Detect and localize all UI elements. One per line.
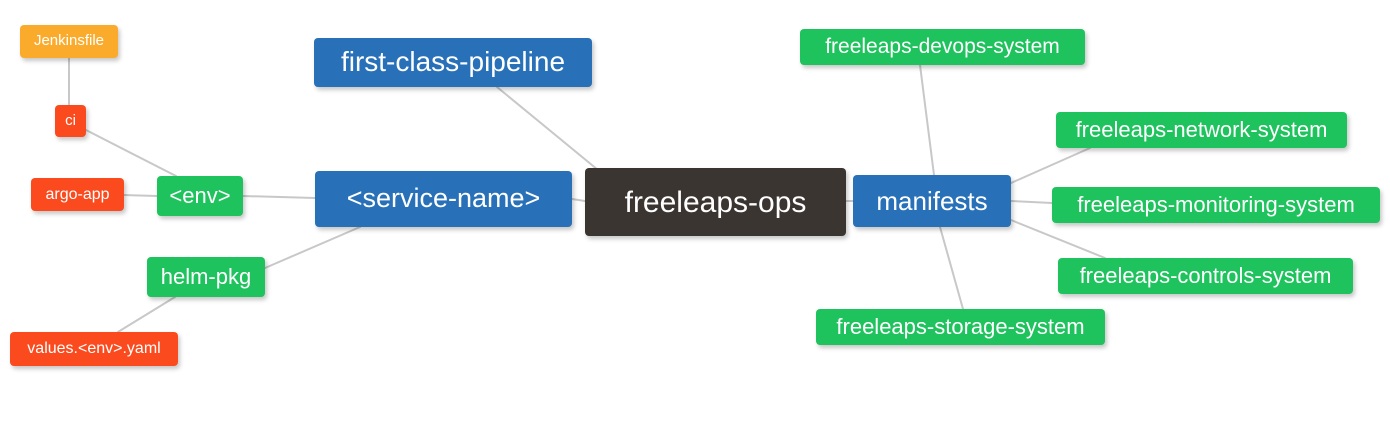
node-env[interactable]: <env>: [157, 176, 243, 216]
node-label-freeleaps-network-system: freeleaps-network-system: [1075, 116, 1328, 142]
node-helm-pkg[interactable]: helm-pkg: [147, 257, 265, 297]
edge-env-to-ci: [85, 129, 177, 177]
node-freeleaps-controls-system[interactable]: freeleaps-controls-system: [1058, 258, 1353, 294]
node-freeleaps-storage-system[interactable]: freeleaps-storage-system: [816, 309, 1105, 345]
node-label-freeleaps-controls-system: freeleaps-controls-system: [1079, 262, 1332, 288]
node-label-freeleaps-storage-system: freeleaps-storage-system: [836, 313, 1085, 339]
node-label-service-name: <service-name>: [346, 183, 541, 214]
node-label-ci: ci: [65, 111, 76, 129]
node-label-freeleaps-ops: freeleaps-ops: [624, 185, 807, 219]
node-label-manifests: manifests: [876, 185, 988, 216]
node-label-jenkinsfile: Jenkinsfile: [33, 32, 105, 50]
edge-manifests-to-freeleaps-monitoring-system: [1010, 200, 1053, 204]
node-manifests[interactable]: manifests: [853, 175, 1011, 227]
edge-service-name-to-env: [242, 195, 316, 199]
node-label-env: <env>: [169, 182, 231, 208]
node-freeleaps-monitoring-system[interactable]: freeleaps-monitoring-system: [1052, 187, 1380, 223]
edge-helm-pkg-to-values-env-yaml: [117, 296, 176, 333]
node-label-first-class-pipeline: first-class-pipeline: [340, 46, 566, 78]
node-argo-app[interactable]: argo-app: [31, 178, 124, 211]
edge-freeleaps-ops-to-service-name: [571, 198, 586, 202]
edge-manifests-to-freeleaps-controls-system: [1010, 219, 1106, 259]
edge-manifests-to-freeleaps-devops-system: [919, 64, 935, 176]
node-label-values-env-yaml: values.<env>.yaml: [27, 340, 161, 358]
node-freeleaps-ops[interactable]: freeleaps-ops: [585, 168, 846, 236]
edge-freeleaps-ops-to-first-class-pipeline: [496, 86, 599, 171]
node-jenkinsfile[interactable]: Jenkinsfile: [20, 25, 118, 58]
node-ci[interactable]: ci: [55, 105, 86, 137]
node-label-helm-pkg: helm-pkg: [160, 263, 252, 289]
edge-manifests-to-freeleaps-network-system: [1010, 147, 1091, 184]
node-label-argo-app: argo-app: [45, 185, 110, 203]
node-values-env-yaml[interactable]: values.<env>.yaml: [10, 332, 178, 366]
edge-service-name-to-helm-pkg: [264, 226, 361, 269]
node-service-name[interactable]: <service-name>: [315, 171, 572, 227]
node-freeleaps-devops-system[interactable]: freeleaps-devops-system: [800, 29, 1085, 65]
edge-env-to-argo-app: [123, 194, 158, 197]
node-freeleaps-network-system[interactable]: freeleaps-network-system: [1056, 112, 1347, 148]
edge-manifests-to-freeleaps-storage-system: [939, 226, 964, 310]
node-label-freeleaps-devops-system: freeleaps-devops-system: [825, 35, 1060, 59]
node-first-class-pipeline[interactable]: first-class-pipeline: [314, 38, 592, 87]
node-label-freeleaps-monitoring-system: freeleaps-monitoring-system: [1077, 191, 1355, 217]
